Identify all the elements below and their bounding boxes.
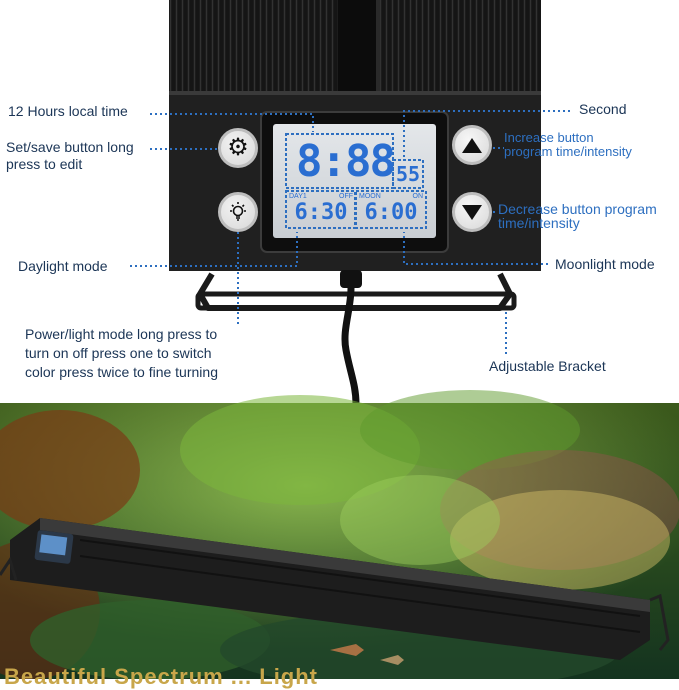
seconds-digits: 55 bbox=[396, 162, 421, 186]
label-increase-line1: Increase button bbox=[504, 130, 594, 145]
clock-digits: 8:88 bbox=[296, 136, 396, 187]
day-time: 6:30 bbox=[294, 200, 348, 225]
label-moonlight-mode: Moonlight mode bbox=[555, 256, 655, 272]
lcd-day-section: DAY1 OFF 6:30 bbox=[289, 193, 353, 227]
callout-lines bbox=[130, 110, 570, 356]
label-set-save-line1: Set/save button long bbox=[6, 139, 134, 155]
aquarium-light-bar bbox=[0, 518, 670, 660]
label-increase: Increase button program time/intensity bbox=[504, 131, 674, 159]
power-cable bbox=[341, 287, 360, 405]
label-decrease: Decrease button program time/intensity bbox=[498, 202, 678, 230]
label-power-mode-line1: Power/light mode long press to bbox=[25, 326, 218, 342]
label-power-mode-line2: turn on off press one to switch bbox=[25, 345, 212, 361]
settings-button[interactable]: ⚙ bbox=[218, 128, 258, 168]
label-increase-line2: program time/intensity bbox=[504, 144, 632, 159]
increase-button[interactable] bbox=[452, 125, 492, 165]
lcd-moon-section: MOON ON 6:00 bbox=[359, 193, 423, 227]
label-local-time: 12 Hours local time bbox=[8, 103, 128, 119]
arrow-up-icon bbox=[462, 137, 482, 153]
lcd-clock: 8:88 bbox=[296, 136, 396, 187]
label-decrease-line2: time/intensity bbox=[498, 215, 580, 231]
moon-label-b: ON bbox=[412, 193, 424, 200]
day-label-a: DAY1 bbox=[289, 193, 307, 200]
label-set-save: Set/save button long press to edit bbox=[6, 139, 156, 173]
arrow-down-icon bbox=[462, 204, 482, 220]
label-decrease-line1: Decrease button program bbox=[498, 201, 657, 217]
label-power-mode: Power/light mode long press to turn on o… bbox=[25, 325, 265, 382]
gear-icon: ⚙ bbox=[227, 134, 249, 161]
label-daylight-mode: Daylight mode bbox=[18, 258, 108, 274]
label-power-mode-line3: color press twice to fine turning bbox=[25, 364, 218, 380]
lcd-screen bbox=[273, 124, 436, 238]
label-second: Second bbox=[579, 101, 627, 117]
overlay-caption: Beautiful Spectrum ... Light bbox=[4, 664, 319, 689]
lcd-highlight-boxes bbox=[285, 133, 427, 229]
label-set-save-line2: press to edit bbox=[6, 156, 83, 172]
decrease-button[interactable] bbox=[452, 192, 492, 232]
moon-time: 6:00 bbox=[364, 200, 418, 225]
lightbulb-icon bbox=[230, 202, 246, 221]
lcd-seconds: 55 bbox=[396, 163, 420, 185]
day-label-b: OFF bbox=[339, 193, 353, 200]
light-mode-button[interactable] bbox=[218, 192, 258, 232]
label-adjustable-bracket: Adjustable Bracket bbox=[489, 358, 606, 374]
moon-label-a: MOON bbox=[359, 193, 381, 200]
